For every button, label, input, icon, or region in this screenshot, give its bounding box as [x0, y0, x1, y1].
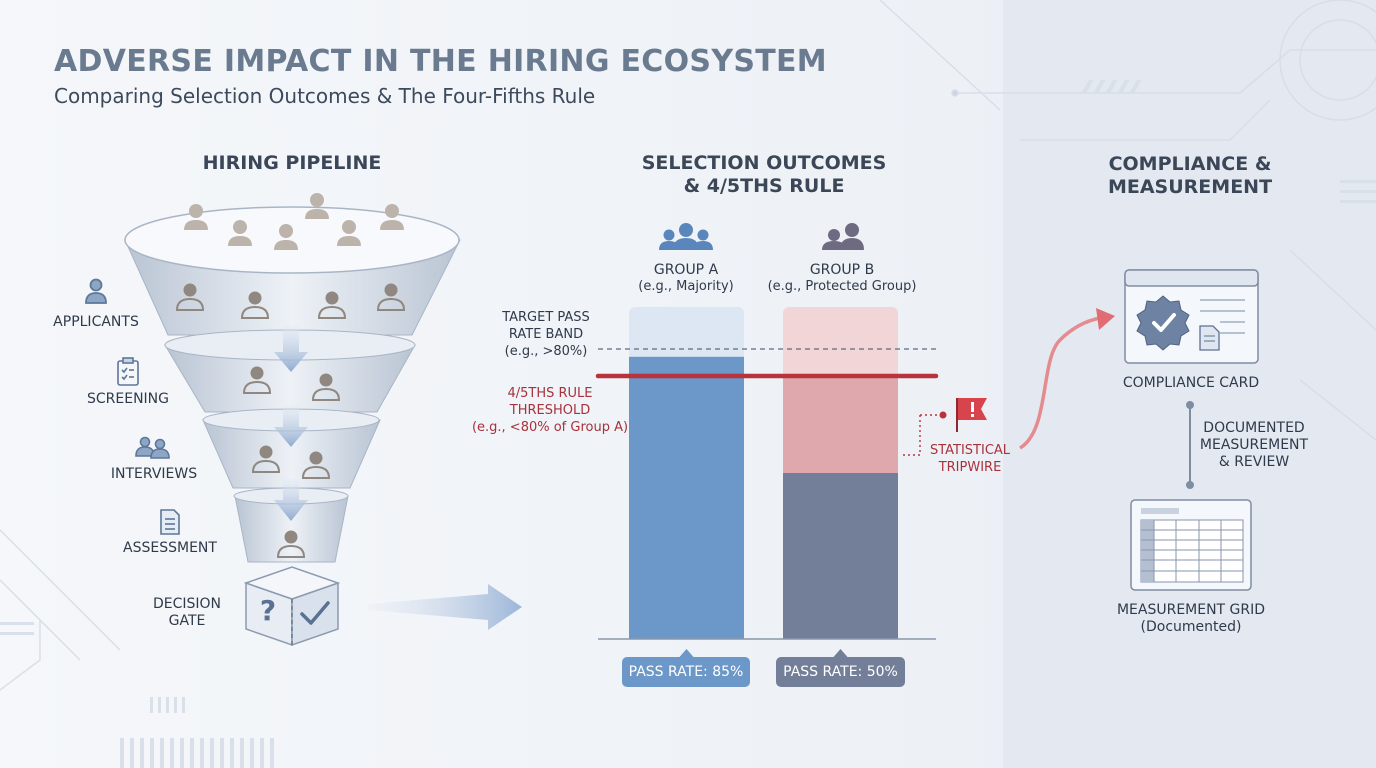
- candidate-people-icons: [175, 283, 406, 558]
- people-icon: [135, 436, 170, 459]
- compliance-card-illustration: [1124, 269, 1259, 364]
- measurement-grid-illustration: [1130, 499, 1252, 591]
- threshold-label-line3: (e.g., <80% of Group A): [471, 420, 629, 435]
- bar-group-a: [629, 356, 744, 639]
- target-band-label-line3: (e.g., >80%): [504, 344, 588, 359]
- stage-label-assessment: ASSESSMENT: [123, 540, 217, 556]
- group-b-description: (e.g., Protected Group): [767, 279, 917, 294]
- document-icon: [160, 509, 180, 535]
- stage-label-interviews: INTERVIEWS: [110, 466, 198, 482]
- group-a-people-icon: [659, 223, 713, 250]
- decision-gate-box: [243, 566, 341, 647]
- measurement-grid-note: (Documented): [1140, 619, 1242, 635]
- review-label-line2: MEASUREMENT: [1199, 437, 1309, 453]
- group-b-people-icon: [822, 223, 864, 250]
- stripe-decoration: [0, 80, 1376, 768]
- question-mark-icon: ?: [259, 594, 277, 627]
- target-band-label-line1: TARGET PASS: [502, 310, 590, 325]
- applicant-people-icons: [184, 193, 404, 250]
- compliance-card-label: COMPLIANCE CARD: [1122, 375, 1260, 391]
- selection-outcome-bar-chart: [595, 307, 939, 657]
- group-b-shortfall-band: [783, 376, 898, 473]
- decision-gate-label-line2: GATE: [168, 613, 206, 629]
- warning-flag-icon: [956, 398, 987, 432]
- measurement-grid-label: MEASUREMENT GRID: [1116, 602, 1266, 618]
- bar-group-b: [783, 473, 898, 639]
- escalation-arrow: [1018, 316, 1101, 450]
- hiring-funnel: [124, 206, 461, 563]
- group-b-pass-rate-badge: PASS RATE: 50%: [776, 657, 905, 687]
- verified-badge-icon: [1136, 295, 1190, 351]
- review-label-line3: & REVIEW: [1218, 454, 1290, 470]
- compliance-heading-line2: MEASUREMENT: [1107, 176, 1273, 198]
- stage-label-screening: SCREENING: [86, 391, 170, 407]
- outcomes-heading-line1: SELECTION OUTCOMES: [641, 152, 887, 174]
- small-document-icon: [1199, 325, 1220, 351]
- group-b-name: GROUP B: [809, 262, 875, 278]
- pass-rate-pointer-0: [679, 649, 694, 657]
- pipeline-heading: HIRING PIPELINE: [202, 152, 382, 174]
- compliance-heading-line1: COMPLIANCE &: [1108, 153, 1272, 175]
- decision-gate-label-line1: DECISION: [152, 596, 222, 612]
- person-icon: [85, 278, 107, 304]
- page-subtitle: Comparing Selection Outcomes & The Four-…: [54, 84, 596, 108]
- group-a-pass-rate-badge: PASS RATE: 85%: [622, 657, 750, 687]
- group-a-description: (e.g., Majority): [638, 279, 734, 294]
- compliance-panel-background: [1003, 0, 1376, 768]
- threshold-label-line2: THRESHOLD: [509, 403, 591, 418]
- tripwire-label-line1: STATISTICAL: [929, 443, 1011, 458]
- tripwire-connector: [902, 415, 921, 456]
- outcomes-heading-line2: & 4/5THS RULE: [683, 175, 845, 197]
- review-label-line1: DOCUMENTED: [1203, 420, 1305, 436]
- checkmark-icon: [300, 601, 330, 625]
- flow-arrow-icon: [368, 584, 522, 630]
- clipboard-icon: [117, 357, 139, 386]
- stage-label-applicants: APPLICANTS: [53, 314, 139, 330]
- target-band-label-line2: RATE BAND: [508, 327, 584, 342]
- pass-rate-pointer-1: [833, 649, 848, 657]
- group-a-name: GROUP A: [653, 262, 719, 278]
- page-title: ADVERSE IMPACT IN THE HIRING ECOSYSTEM: [54, 44, 827, 79]
- threshold-label-line1: 4/5THS RULE: [507, 386, 593, 401]
- tripwire-label-line2: TRIPWIRE: [938, 460, 1002, 475]
